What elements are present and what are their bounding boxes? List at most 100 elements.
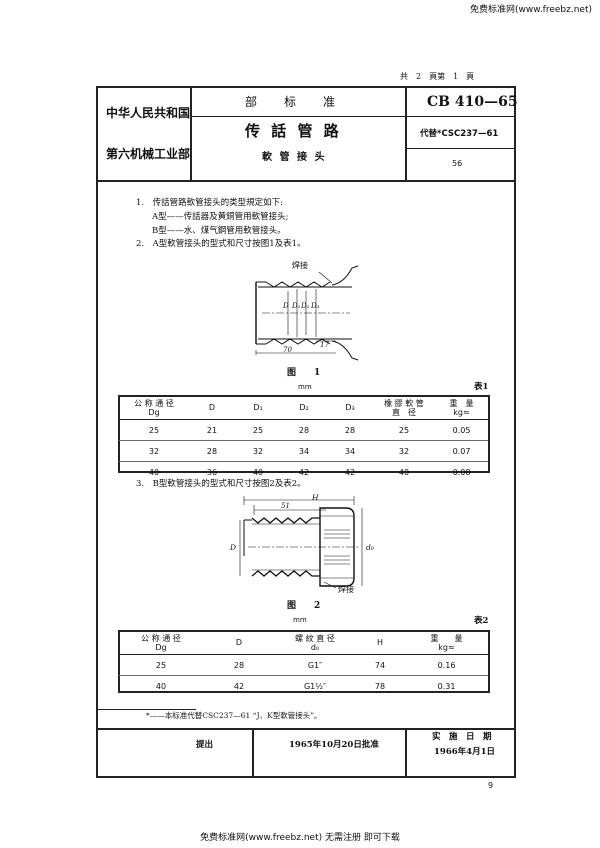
table-cell: 78	[374, 681, 386, 691]
table-cell: 74	[355, 654, 405, 676]
figure-2-caption: 图 2	[287, 601, 321, 611]
footer-divider-1	[252, 728, 254, 777]
header-hline-1	[190, 116, 515, 117]
table-1-header-d1: D₁	[235, 397, 281, 420]
figure-1-weld-label: 焊接	[292, 261, 308, 270]
table-cell: 36	[206, 467, 218, 477]
footnote-rule	[96, 709, 196, 710]
table-cell: 34	[281, 440, 327, 462]
frame-top	[96, 86, 516, 88]
table-cell: 28	[327, 419, 373, 441]
table-cell: 25	[119, 654, 203, 676]
figure-2-dim-d: D	[230, 543, 237, 552]
footer-bottom-rule	[96, 776, 516, 778]
item-2: 2. A型軟管接头的型式和尺寸按图1及表1。	[136, 239, 306, 249]
table-cell: 0.07	[435, 440, 488, 462]
table-1-top-rule	[118, 395, 490, 397]
table-cell: 25	[119, 419, 189, 441]
frame-right	[514, 86, 516, 778]
table-2-name: 表2	[474, 616, 489, 626]
table-cell: 42	[298, 467, 310, 477]
type-b: B型——水、煤气鋼管用軟管接头。	[152, 226, 286, 236]
table-2-header-d: D	[203, 632, 275, 655]
table-1-header-d2: D₂	[281, 397, 327, 420]
table-1-left-rule	[118, 395, 120, 472]
header-divider-2	[405, 86, 407, 180]
header-hline-2	[405, 148, 515, 149]
table-cell: 0.31	[437, 681, 456, 691]
table-1: 公 称 通 径 Dg D D₁ D₂ D₃ 橡 膠 軟 管 直 径 重 量 kg…	[119, 397, 488, 482]
table-cell: 42	[233, 681, 245, 691]
table-1-bottom-rule	[118, 471, 490, 473]
table-1-right-rule	[488, 395, 490, 472]
table-2-left-rule	[118, 630, 120, 692]
table-cell: 32	[373, 440, 435, 462]
table-2-header-weight: 重 量 kg≈	[405, 632, 488, 655]
footer-page-number: 9	[488, 781, 494, 790]
category: 部 标 准	[245, 95, 337, 109]
footer-divider-2	[405, 728, 407, 777]
watermark-bottom: 免费标准网(www.freebz.net) 无需注册 即可下载	[200, 833, 400, 843]
table-cell: G1½″	[303, 681, 327, 691]
table-2-header-thread: 螺 紋 直 径 d₀	[275, 632, 355, 655]
standard-code: CB 410—65	[427, 94, 518, 110]
figure-1-dim-d3: D₃	[311, 302, 320, 310]
table-1-header-dg: 公 称 通 径 Dg	[119, 397, 189, 420]
footer-impl-label: 实 施 日 期	[432, 732, 492, 742]
table-2-right-rule	[488, 630, 490, 692]
header-divider-1	[190, 86, 192, 180]
figure-1-caption: 图 1	[287, 368, 321, 378]
type-a: A型——传話器及黄銅管用軟管接头;	[152, 212, 289, 222]
standard-subtitle: 軟 管 接 头	[262, 152, 327, 163]
footer-proposer: 提出	[196, 740, 214, 750]
table-1-name: 表1	[474, 382, 489, 392]
table-cell: 21	[189, 419, 235, 441]
table-cell: 28	[189, 440, 235, 462]
table-2-header-dg: 公 称 通 径 Dg	[119, 632, 203, 655]
figure-2-dim-d0: d₀	[366, 543, 374, 552]
page-info: 共 2 頁第 1 頁	[400, 72, 475, 81]
frame-left	[96, 86, 98, 778]
table-2-top-rule	[118, 630, 490, 632]
figure-2-weld-label: 焊接	[338, 585, 354, 594]
table-cell: 28	[281, 419, 327, 441]
footer-approved: 1965年10月20日批准	[289, 740, 379, 750]
replaces-code: 代替*CSC237—61	[420, 129, 499, 139]
figure-1-dim-d: D	[283, 302, 289, 310]
figure-1-dim-d1: D₁	[292, 302, 301, 310]
table-2-header-row: 公 称 通 径 Dg D 螺 紋 直 径 d₀ H 重 量 kg≈	[119, 632, 488, 655]
table-2-header-h: H	[355, 632, 405, 655]
table-1-header-row: 公 称 通 径 Dg D D₁ D₂ D₃ 橡 膠 軟 管 直 径 重 量 kg…	[119, 397, 488, 420]
table-cell: 34	[327, 440, 373, 462]
standard-title: 传 話 管 路	[245, 122, 342, 140]
table-2-bottom-rule	[118, 691, 490, 693]
figure-1-dim-d2: D₂	[301, 302, 310, 310]
table-cell: 32	[235, 440, 281, 462]
table-cell: 40	[148, 467, 160, 477]
header-page-number: 56	[452, 159, 463, 168]
figure-2-dim-h: H	[312, 493, 319, 502]
figure-1-dim-length: 70	[283, 346, 292, 354]
table-1-header-hose: 橡 膠 軟 管 直 径	[373, 397, 435, 420]
table-cell: 40	[398, 467, 410, 477]
table-cell: 25	[373, 419, 435, 441]
table-1-header-d: D	[189, 397, 235, 420]
figure-1-dim-end: 17	[320, 341, 329, 349]
table-1-header-d3: D₃	[327, 397, 373, 420]
table-2-unit: mm	[293, 616, 307, 624]
table-cell: 32	[119, 440, 189, 462]
table-row: 40 42 G1½″ 78 0.31	[119, 676, 488, 697]
watermark-top: 免费标准网(www.freebz.net)	[470, 5, 592, 15]
item-3: 3. B型軟管接头的型式和尺寸按图2及表2。	[136, 479, 306, 489]
header-bottom	[96, 180, 516, 182]
figure-2-dim-51: 51	[281, 502, 290, 510]
table-cell: 40	[155, 681, 167, 691]
table-cell: G1″	[275, 654, 355, 676]
table-1-header-weight: 重 量 kg≈	[435, 397, 488, 420]
table-cell: 0.08	[452, 467, 471, 477]
